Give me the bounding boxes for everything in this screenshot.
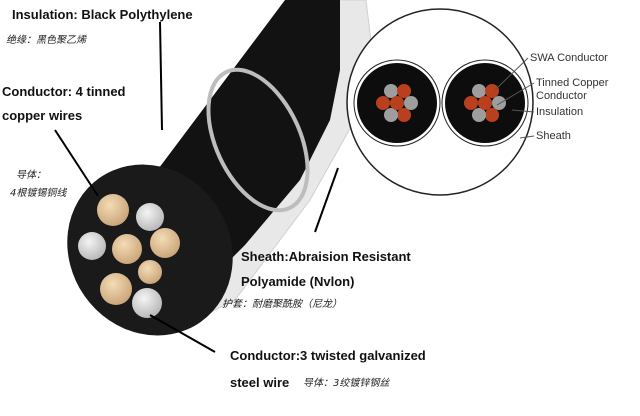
copper-strand — [150, 228, 180, 258]
leader-insulation — [511, 109, 535, 113]
conductor-steel-label-line1: Conductor:3 twisted galvanized — [230, 348, 426, 363]
tinned-copper-label: Tinned Copper — [536, 77, 609, 89]
pointer-sheath — [314, 167, 339, 233]
swa-conductor-label: SWA Conductor — [530, 52, 608, 64]
sheath-cut-ring — [206, 67, 310, 213]
core-left — [353, 59, 441, 147]
leader-swa — [494, 57, 529, 91]
insulation-cn-label: 绝缘：黑色聚乙烯 — [6, 35, 86, 46]
sheath-label-line2: Polyamide (Nvlon) — [241, 274, 355, 289]
conductor-label: Conductor — [536, 90, 587, 102]
pointer-conductor-copper — [54, 129, 99, 197]
strand-bundle — [78, 194, 180, 318]
conductor-copper-cn-line2: 4根镀锡铜线 — [10, 188, 67, 199]
leader-tinned — [496, 82, 535, 106]
core-right — [441, 59, 529, 147]
steel-strand — [78, 232, 106, 260]
copper-strand — [138, 260, 162, 284]
leader-sheath — [519, 135, 535, 139]
sheath-cn-label: 护套：耐磨聚酰胺（尼龙） — [222, 299, 342, 310]
pointer-conductor-steel — [149, 314, 216, 353]
insulation-right-label: Insulation — [536, 106, 584, 118]
sheath-label-line1: Sheath:Abraision Resistant — [241, 249, 411, 264]
copper-strand — [112, 234, 142, 264]
insulation-label: Insulation: Black Polythylene — [12, 7, 193, 22]
cross-section-diagram — [346, 8, 535, 196]
conductor-copper-label-line2: copper wires — [2, 108, 83, 123]
conductor-steel-label-line2: steel wire — [230, 375, 290, 390]
conductor-copper-label-line1: Conductor: 4 tinned — [2, 84, 126, 99]
sheath-right-label: Sheath — [536, 130, 571, 142]
steel-strand — [136, 203, 164, 231]
pointer-insulation — [159, 21, 163, 131]
conductor-copper-cn-line1: 导体： — [16, 170, 46, 181]
conductor-steel-cn-label: 导体：3绞镀锌钢丝 — [303, 378, 390, 389]
copper-strand — [97, 194, 129, 226]
steel-strand — [132, 288, 162, 318]
cable-cutaway — [67, 0, 373, 336]
copper-strand — [100, 273, 132, 305]
